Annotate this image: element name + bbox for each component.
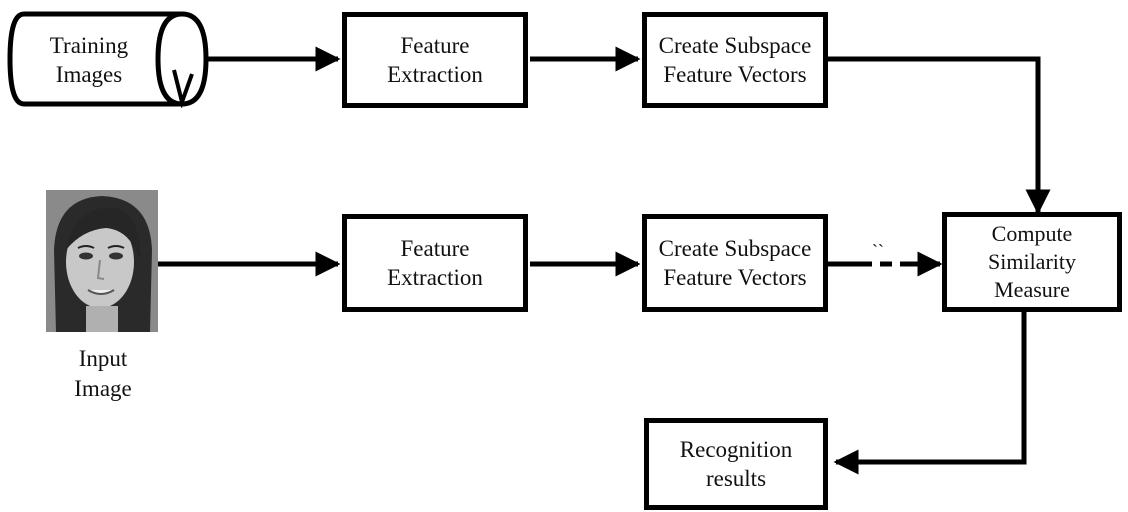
feature-extraction-box-bottom: Feature Extraction bbox=[342, 214, 528, 312]
subspace-vectors-box-top: Create Subspace Feature Vectors bbox=[642, 12, 828, 108]
fe-bottom-line-1: Feature bbox=[400, 236, 470, 261]
recognition-results-box: Recognition results bbox=[644, 418, 828, 510]
subspace-vectors-box-bottom: Create Subspace Feature Vectors bbox=[642, 214, 828, 312]
fe-top-line-2: Extraction bbox=[387, 62, 483, 87]
sv-top-line-1: Create Subspace bbox=[658, 33, 812, 58]
similarity-measure-box: Compute Similarity Measure bbox=[942, 212, 1122, 312]
sv-top-line-2: Feature Vectors bbox=[663, 62, 807, 87]
input-image-caption: Input Image bbox=[40, 344, 166, 404]
fe-bottom-line-2: Extraction bbox=[387, 265, 483, 290]
recognition-line-2: results bbox=[705, 466, 767, 491]
sv-bottom-line-2: Feature Vectors bbox=[663, 265, 807, 290]
training-images-line-1: Training bbox=[49, 33, 129, 58]
similarity-line-2: Similarity bbox=[988, 249, 1076, 274]
training-images-label: Training Images bbox=[14, 20, 164, 100]
arrow-similarity-to-recognition bbox=[833, 310, 1027, 475]
similarity-line-1: Compute bbox=[991, 221, 1073, 246]
feature-extraction-box-top: Feature Extraction bbox=[342, 12, 528, 108]
input-caption-line-2: Image bbox=[74, 376, 132, 401]
fe-top-line-1: Feature bbox=[400, 33, 470, 58]
arrow-subspace-top-to-similarity bbox=[828, 56, 1051, 215]
similarity-line-3: Measure bbox=[994, 277, 1070, 302]
sv-bottom-line-1: Create Subspace bbox=[658, 236, 812, 261]
recognition-line-1: Recognition bbox=[679, 437, 793, 462]
connector-mark: `` bbox=[872, 241, 884, 261]
training-images-line-2: Images bbox=[55, 62, 123, 87]
training-images-cylinder bbox=[7, 11, 209, 108]
input-caption-line-1: Input bbox=[78, 346, 128, 371]
input-face-image bbox=[46, 190, 158, 332]
